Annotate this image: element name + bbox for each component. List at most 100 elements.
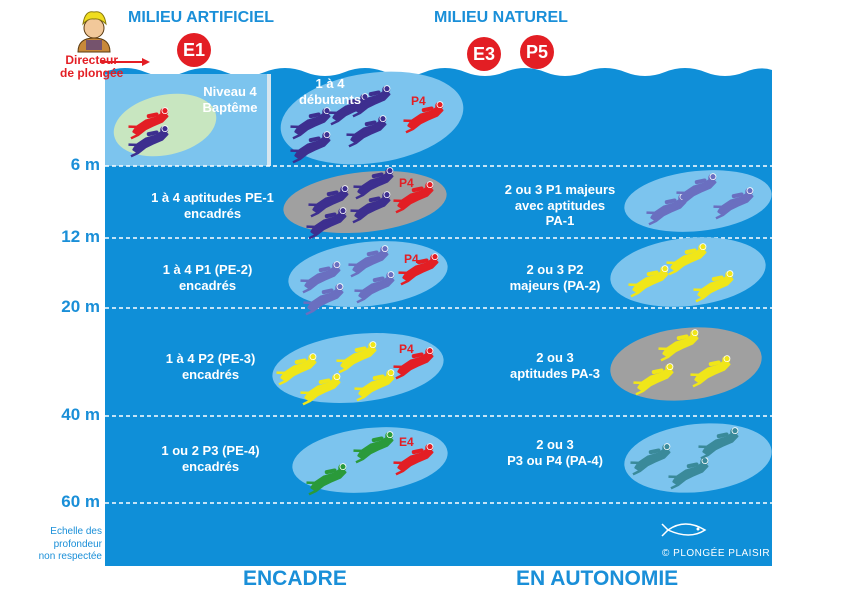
encadre-3-line2: encadrés xyxy=(181,366,240,382)
depth-40m: 40 m xyxy=(61,405,100,424)
director-label-line2: de plongée xyxy=(60,66,124,81)
depth-12m: 12 m xyxy=(61,227,100,246)
encadre-blob-1 xyxy=(283,170,447,234)
credit-text: © PLONGÉE PLAISIR xyxy=(662,548,771,559)
autonomie-4-line1: 2 ou 3 xyxy=(536,437,574,452)
autonomie-label-4: 2 ou 3 P3 ou P4 (PA-4) xyxy=(480,437,630,468)
encadre-1-line1: 1 à 4 aptitudes PE-1 xyxy=(151,190,274,205)
debutants-line1: 1 à 4 xyxy=(315,76,345,91)
autonomie-label-2: 2 ou 3 P2 majeurs (PA-2) xyxy=(480,262,630,293)
footer-encadre: ENCADRE xyxy=(243,567,347,590)
encadre-label-2: 1 à 4 P1 (PE-2) encadrés xyxy=(130,262,285,293)
autonomie-3-line1: 2 ou 3 xyxy=(536,350,574,365)
diver-2-icon xyxy=(290,107,331,140)
scale-note-line1: Echelle des xyxy=(50,526,102,537)
badge-e1: E1 xyxy=(177,33,211,67)
encadre-3-tag: P4 xyxy=(399,342,414,356)
encadre-2-line2: encadrés xyxy=(178,277,237,293)
autonomie-1-line2: avec aptitudes xyxy=(514,197,606,213)
diver-8-icon xyxy=(308,185,349,218)
diver-37-icon xyxy=(698,427,739,460)
diver-19-icon xyxy=(336,341,377,374)
diver-15-icon xyxy=(303,283,344,316)
depth-60m: 60 m xyxy=(61,492,100,511)
encadre-2-line1: 1 à 4 P1 (PE-2) xyxy=(162,262,253,277)
diver-27-icon xyxy=(676,173,717,206)
scale-note-line3: non respectée xyxy=(38,551,102,562)
diver-10-icon xyxy=(306,207,347,240)
diver-6-icon xyxy=(346,115,387,148)
encadre-4-line1: 1 ou 2 P3 (PE-4) xyxy=(161,443,260,458)
footer-autonomie: EN AUTONOMIE xyxy=(516,567,679,590)
diver-20-icon xyxy=(300,373,341,406)
autonomie-blob-4 xyxy=(624,423,772,493)
plongee-plaisir-logo-icon xyxy=(661,523,707,537)
diver-36-icon xyxy=(668,457,709,490)
autonomie-2-line2: majeurs (PA-2) xyxy=(509,277,601,293)
depth-6m: 6 m xyxy=(70,155,100,174)
director-figure-icon xyxy=(77,11,111,53)
diver-32-icon xyxy=(658,329,699,362)
debutants-line2: débutants xyxy=(298,91,362,107)
diver-35-icon xyxy=(630,443,671,476)
encadre-4-line2: encadrés xyxy=(181,458,240,474)
diver-9-icon xyxy=(353,167,394,200)
encadre-label-4: 1 ou 2 P3 (PE-4) encadrés xyxy=(133,443,288,474)
badge-p5: P5 xyxy=(520,35,554,69)
diver-33-icon xyxy=(633,363,674,396)
badge-e3: E3 xyxy=(467,37,501,71)
encadre-blob-3 xyxy=(272,333,444,403)
scale-note-line2: profondeur xyxy=(53,538,102,550)
scale-note: Echelle des profondeur non respectée xyxy=(2,526,102,564)
encadre-label-1: 1 à 4 aptitudes PE-1 encadrés xyxy=(130,190,295,221)
diver-11-icon xyxy=(350,191,391,224)
diver-5-icon xyxy=(290,131,331,164)
encadre-4-tag: E4 xyxy=(399,435,414,449)
diver-12-icon xyxy=(393,181,434,214)
autonomie-3-line2: aptitudes PA-3 xyxy=(509,365,601,381)
encadre-3-line1: 1 à 4 P2 (PE-3) xyxy=(165,351,256,366)
water-surface xyxy=(105,68,772,566)
milieu-artificiel-title: MILIEU ARTIFICIEL xyxy=(128,9,275,26)
autonomie-2-line1: 2 ou 3 P2 xyxy=(526,262,584,277)
diver-22-icon xyxy=(393,347,434,380)
diver-29-icon xyxy=(628,265,669,298)
autonomie-1-line3: PA-1 xyxy=(545,213,575,229)
bapteme-line1: Niveau 4 xyxy=(203,84,257,99)
diver-16-icon xyxy=(354,271,395,304)
encadre-1-line2: encadrés xyxy=(183,205,242,221)
bapteme-line2: Baptême xyxy=(202,99,258,115)
diver-21-icon xyxy=(354,369,395,402)
debutants-p4-tag: P4 xyxy=(411,94,426,108)
diver-7-icon xyxy=(403,101,444,134)
encadre-2-tag: P4 xyxy=(404,252,419,266)
encadre-label-3: 1 à 4 P2 (PE-3) encadrés xyxy=(133,351,288,382)
diver-24-icon xyxy=(353,431,394,464)
autonomie-4-line2: P3 ou P4 (PA-4) xyxy=(507,452,603,468)
diver-14-icon xyxy=(348,245,389,278)
diver-34-icon xyxy=(690,355,731,388)
encadre-1-tag: P4 xyxy=(399,176,414,190)
depth-20m: 20 m xyxy=(61,297,100,316)
diver-23-icon xyxy=(306,463,347,496)
diver-31-icon xyxy=(693,270,734,303)
diver-17-icon xyxy=(398,253,439,286)
diver-0-icon xyxy=(128,107,169,140)
diver-25-icon xyxy=(393,443,434,476)
director-label-line1: Directeur xyxy=(65,53,119,67)
diver-30-icon xyxy=(666,243,707,276)
diver-18-icon xyxy=(276,353,317,386)
diver-1-icon xyxy=(128,125,169,158)
bapteme-blob xyxy=(113,93,217,157)
diver-4-icon xyxy=(350,85,391,118)
diver-28-icon xyxy=(713,187,754,220)
director-label: Directeur de plongée xyxy=(60,53,124,81)
autonomie-label-3: 2 ou 3 aptitudes PA-3 xyxy=(480,350,630,381)
diver-13-icon xyxy=(300,261,341,294)
autonomie-blob-2 xyxy=(610,237,766,307)
autonomie-label-1: 2 ou 3 P1 majeurs avec aptitudes PA-1 xyxy=(480,182,640,229)
milieu-naturel-title: MILIEU NATUREL xyxy=(434,9,568,26)
bapteme-label: Niveau 4 Baptême xyxy=(190,84,270,115)
